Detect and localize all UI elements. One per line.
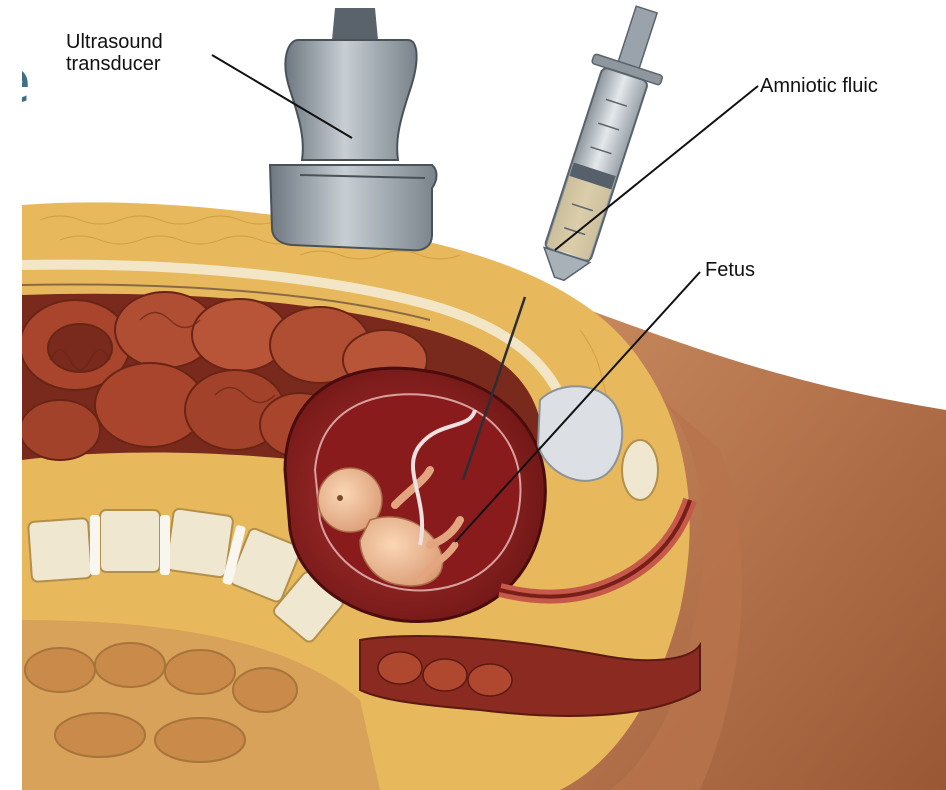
label-amniotic-fluid: Amniotic fluic bbox=[760, 75, 878, 97]
ultrasound-transducer bbox=[270, 8, 437, 250]
label-fetus: Fetus bbox=[705, 259, 755, 281]
label-ultrasound-line2: transducer bbox=[66, 53, 163, 75]
bladder bbox=[538, 386, 622, 481]
left-margin bbox=[0, 0, 22, 790]
pubic-bone bbox=[622, 440, 658, 500]
syringe bbox=[525, 0, 681, 290]
label-ultrasound-line1: Ultrasound bbox=[66, 31, 163, 53]
label-ultrasound-transducer: Ultrasound transducer bbox=[66, 31, 163, 75]
